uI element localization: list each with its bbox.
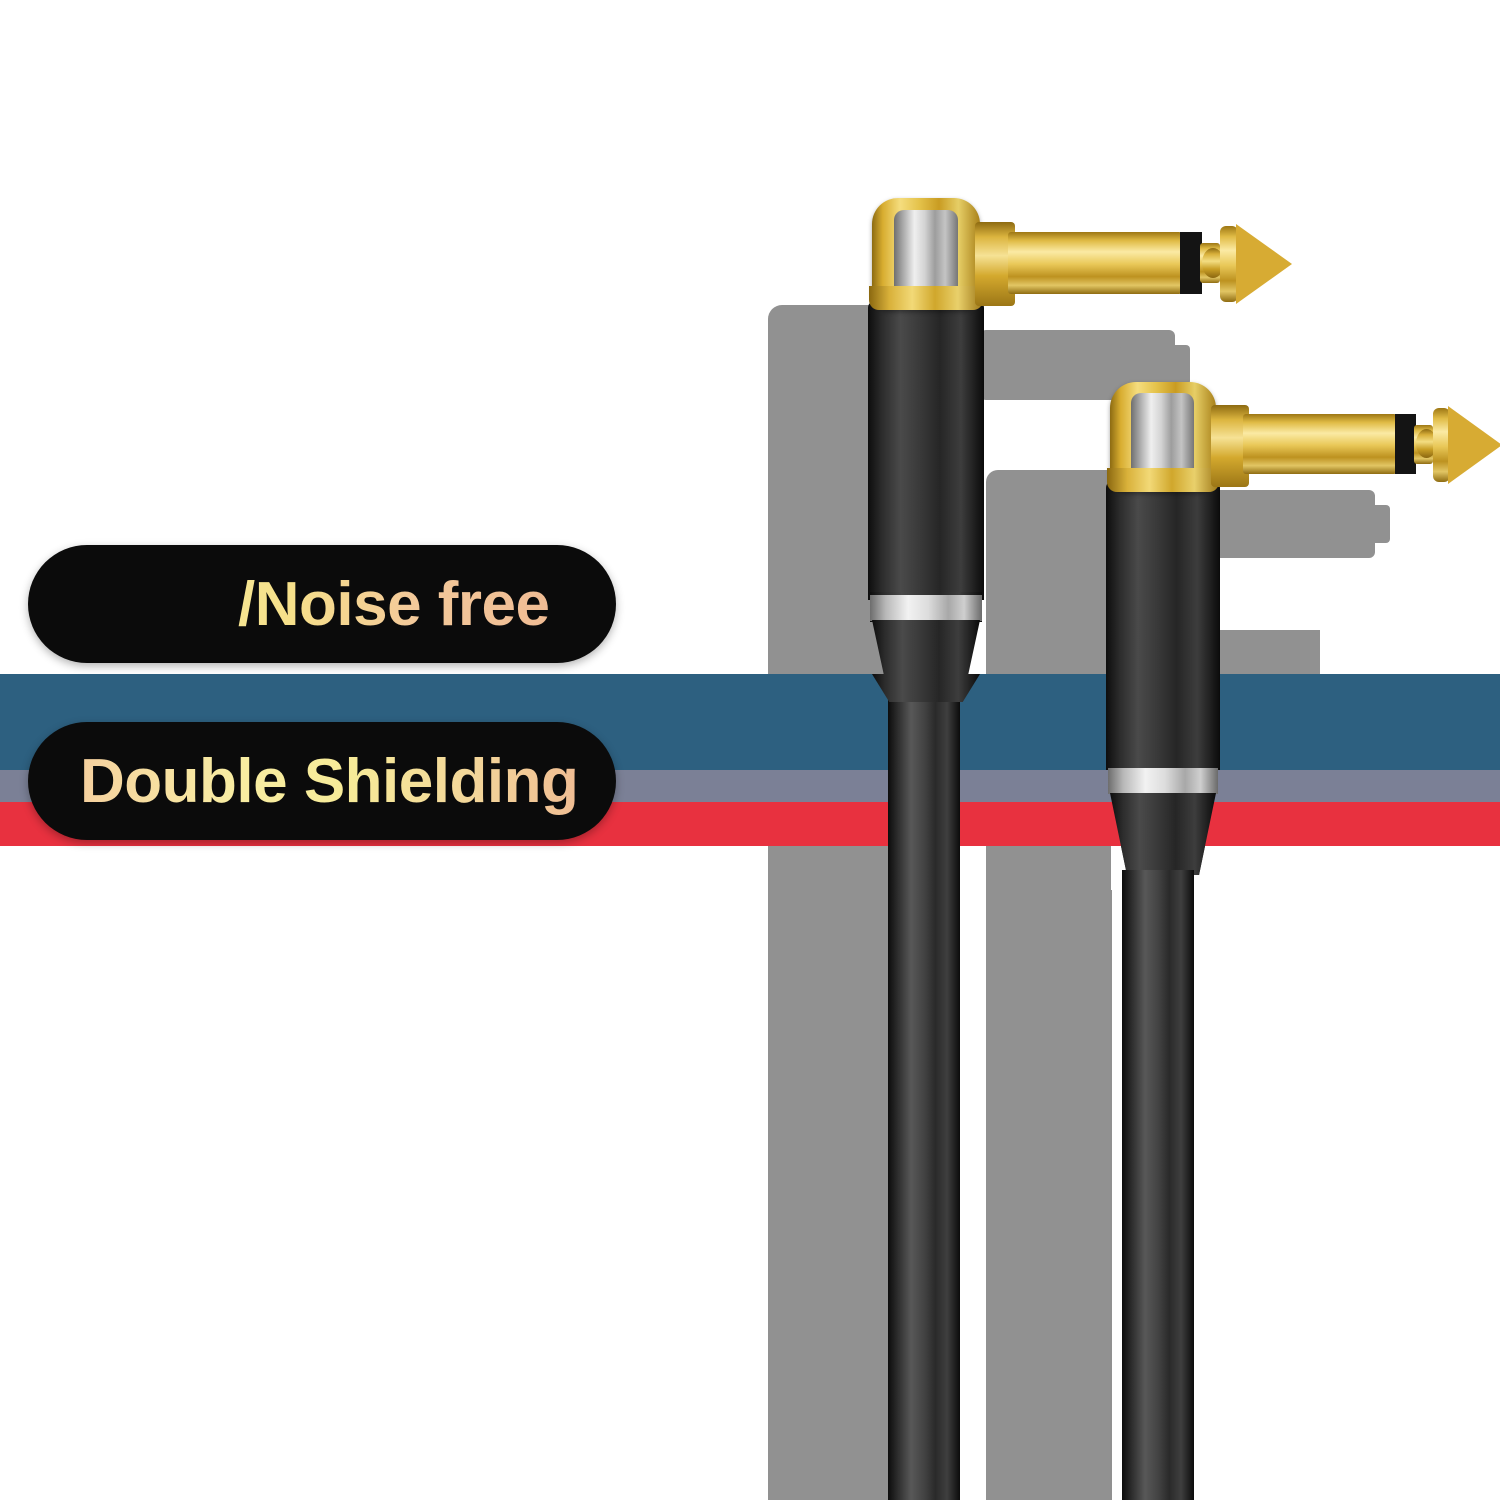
- tip-shoulder-back: [1433, 408, 1450, 482]
- tip-neck-back: [1416, 429, 1437, 458]
- tip-neck-front: [1202, 248, 1224, 278]
- cable-front-foreground: [888, 674, 960, 1500]
- elbow-head-lip-back: [1107, 468, 1219, 492]
- badge-double-shielding: Double Shielding: [28, 722, 616, 840]
- barrel-front-taper-foreground: [872, 674, 980, 702]
- gold-shaft-back: [1243, 414, 1397, 474]
- insulator-ring-back: [1395, 414, 1416, 474]
- barrel-back-taper-foreground: [1110, 793, 1216, 875]
- silver-ring-front: [870, 595, 982, 621]
- elbow-head-core-front: [894, 210, 958, 296]
- barrel-back-foreground: [1106, 674, 1220, 770]
- silver-ring-back-foreground: [1108, 768, 1218, 794]
- elbow-head-core-back: [1131, 393, 1194, 477]
- shadow-silhouette-tip-lower: [1330, 505, 1390, 543]
- elbow-head-lip-front: [869, 286, 983, 310]
- insulator-ring-front: [1180, 232, 1202, 294]
- tip-shoulder-front: [1220, 226, 1238, 302]
- cable-back-foreground: [1122, 870, 1194, 1500]
- cone-tip-front: [1236, 224, 1292, 304]
- barrel-front-upper: [868, 300, 984, 600]
- shaft-base-back: [1211, 405, 1249, 487]
- badge-noise-free: /Noise free: [28, 545, 616, 663]
- gold-shaft-front: [1008, 232, 1182, 294]
- badge-double-shielding-label: Double Shielding: [28, 746, 579, 817]
- shadow-silhouette-cable: [1052, 890, 1112, 1500]
- cone-tip-back: [1448, 406, 1500, 484]
- badge-noise-free-label: /Noise free: [28, 569, 550, 640]
- shadow-silhouette-tip-upper: [1120, 345, 1190, 385]
